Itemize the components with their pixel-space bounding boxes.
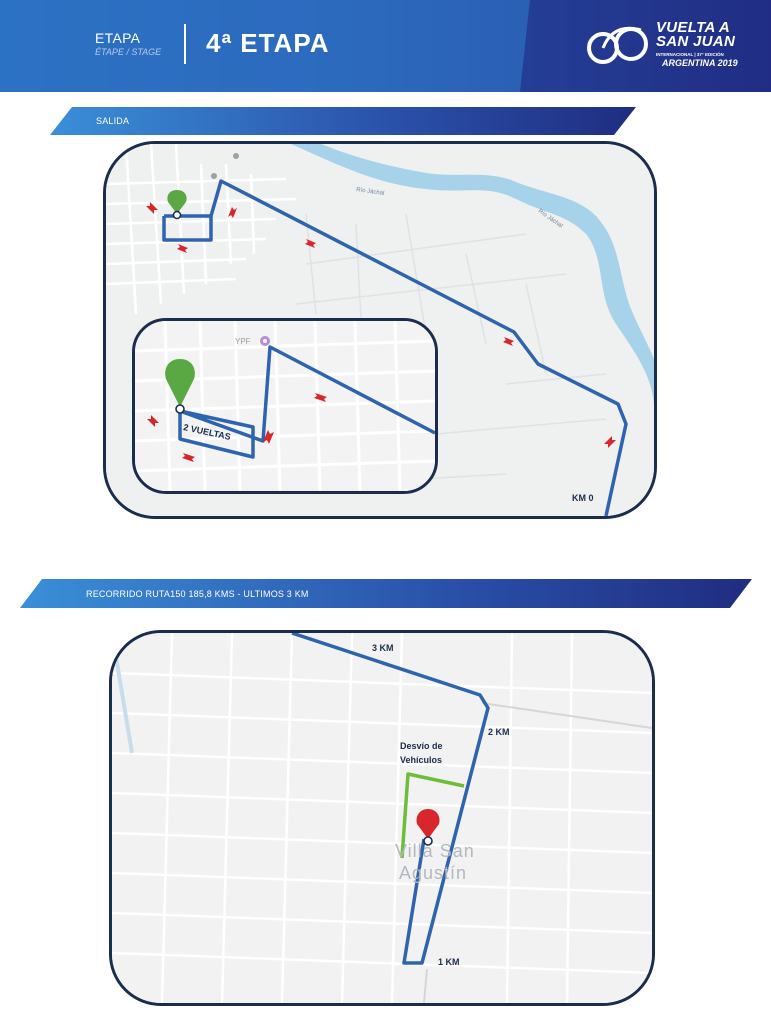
- finish-map-canvas: [112, 633, 652, 1003]
- detour-label-line-1: Desvío de: [400, 741, 443, 751]
- start-marker-icon: [167, 190, 187, 220]
- inset-start-marker-icon: [165, 359, 195, 414]
- canal-line: [112, 633, 134, 754]
- km1-label: 1 KM: [438, 957, 460, 967]
- arrow-icon: [314, 393, 327, 402]
- arrow-icon: [263, 430, 274, 444]
- recorrido-band: [20, 579, 752, 608]
- town-label-line-2: Agustín: [399, 863, 468, 883]
- arrow-icon: [503, 337, 514, 346]
- highway-line: [481, 702, 652, 729]
- cyclist-wheel-icon: [587, 26, 648, 64]
- etapa-subtitle: ÉTAPE / STAGE: [95, 47, 162, 57]
- detour-label-line-2: Vehículos: [400, 755, 443, 765]
- start-inset-map: YPF 2 VUELTAS: [132, 318, 438, 494]
- finish-marker-icon: [416, 809, 440, 846]
- ypf-pin-icon: [260, 336, 270, 346]
- start-map: YPF 2 VUELTAS Río Jáchal Río Jáchal KM 0: [103, 141, 657, 519]
- km3-label: 3 KM: [372, 643, 394, 653]
- recorrido-band-label: RECORRIDO RUTA150 185,8 KMS - ULTIMOS 3 …: [86, 589, 309, 599]
- etapa-label: ETAPA: [95, 30, 141, 46]
- finish-route-line: [291, 633, 490, 965]
- inset-street-grid: [135, 321, 435, 491]
- secondary-roads: [295, 213, 607, 485]
- km0-label: KM 0: [572, 493, 594, 503]
- arrow-icon: [305, 239, 316, 248]
- direction-arrows: [146, 202, 616, 448]
- start-inset-canvas: [135, 321, 435, 491]
- vuelta-san-juan-logo: VUELTA A SAN JUAN INTERNACIONAL | 37° ED…: [586, 18, 756, 72]
- salida-band-label: SALIDA: [96, 116, 130, 126]
- street-grid: [106, 144, 297, 315]
- arrow-icon: [604, 436, 616, 448]
- inset-direction-arrows: [147, 393, 327, 462]
- finish-map: Villa San Agustín 3 KM 2 KM 1 KM Desvío …: [109, 630, 655, 1006]
- poi-icons: [211, 153, 239, 179]
- stage-title: 4ª ETAPA: [206, 28, 330, 58]
- arrow-icon: [146, 202, 158, 214]
- arrow-icon: [182, 453, 195, 462]
- arrow-icon: [228, 207, 237, 218]
- route-loop: [162, 216, 213, 242]
- logo-line-3: INTERNACIONAL | 37° EDICIÓN: [656, 52, 724, 57]
- finish-street-grid: [112, 633, 652, 1003]
- header-bar: ETAPA ÉTAPE / STAGE 4ª ETAPA VUELTA A SA…: [0, 0, 771, 92]
- river: [291, 144, 654, 404]
- route-line: [164, 179, 628, 516]
- logo-line-1: VUELTA A: [656, 19, 731, 36]
- km2-label: 2 KM: [488, 727, 510, 737]
- logo-line-2: SAN JUAN: [656, 33, 736, 50]
- exit-road: [423, 968, 428, 1003]
- inset-route-line: [178, 345, 435, 459]
- salida-band: [50, 107, 636, 135]
- ypf-label: YPF: [235, 337, 251, 346]
- logo-line-4: ARGENTINA 2019: [662, 58, 738, 68]
- vehicle-detour-line: [400, 772, 465, 859]
- arrow-icon: [147, 415, 159, 427]
- arrow-icon: [177, 244, 188, 253]
- town-label-line-1: Villa San: [395, 841, 475, 861]
- header-divider: [184, 24, 186, 64]
